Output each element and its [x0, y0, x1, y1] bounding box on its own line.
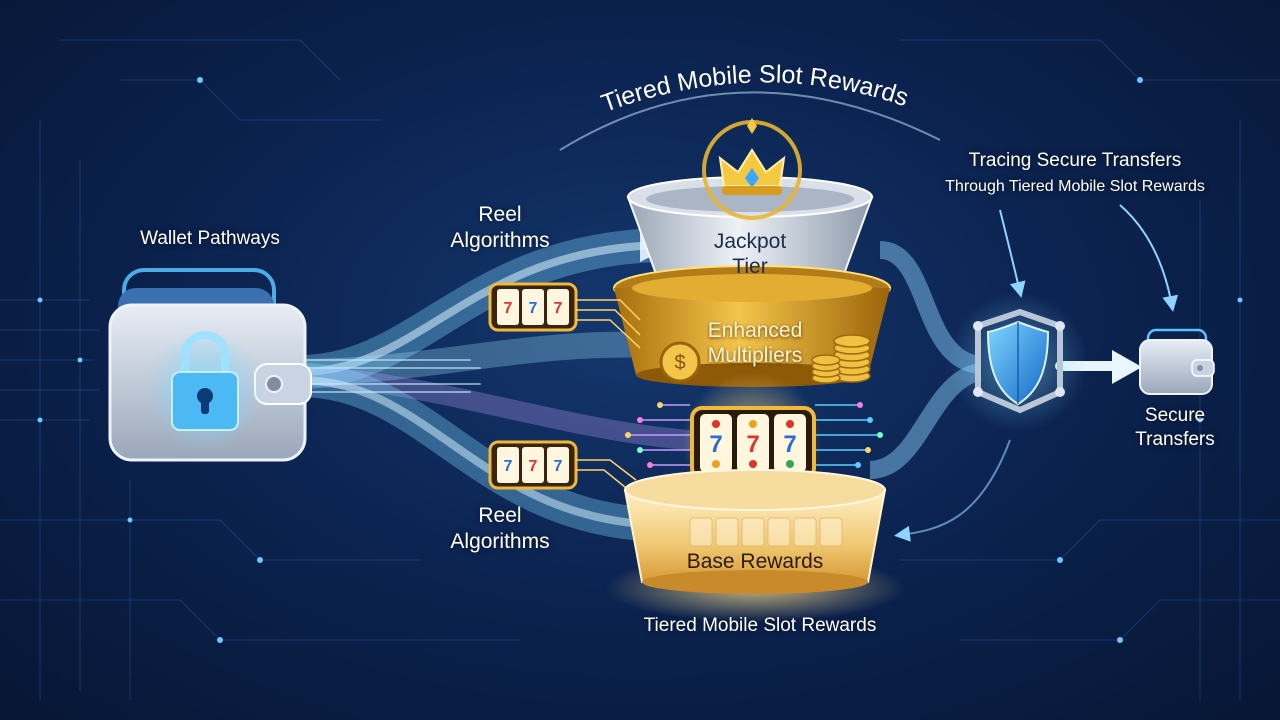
transfer-arrow-head [1112, 350, 1142, 384]
svg-text:7: 7 [554, 458, 563, 475]
svg-text:7: 7 [783, 431, 796, 458]
reel-bottom-line2: Algorithms [450, 530, 550, 553]
svg-text:7: 7 [529, 300, 538, 317]
reel-top-line2: Algorithms [450, 229, 550, 252]
reel-top-line1: Reel [478, 203, 522, 226]
base-rewards-label: Base Rewards [686, 550, 824, 573]
jackpot-line2: Tier [732, 255, 768, 278]
circuit-dots [625, 402, 883, 468]
reel-bottom-line1: Reel [478, 504, 522, 527]
title-arc [559, 91, 941, 151]
reel-algorithms-label-top: Reel Algorithms [420, 202, 580, 254]
gold-coin-icon: $ [659, 341, 701, 383]
svg-text:7: 7 [529, 458, 538, 475]
wallet-icon-small [1139, 328, 1215, 395]
secure-line1: Secure [1144, 405, 1206, 426]
jackpot-tier-bowl [626, 176, 874, 286]
svg-text:7: 7 [746, 431, 759, 458]
jackpot-tier-label: Jackpot Tier [690, 229, 810, 279]
jackpot-line1: Jackpot [713, 230, 787, 253]
padlock-icon [145, 330, 265, 450]
shield-icon [948, 292, 1088, 432]
svg-text:7: 7 [504, 458, 513, 475]
circuit-traces [628, 404, 880, 466]
flow-streams [283, 228, 700, 542]
svg-text:7: 7 [504, 300, 513, 317]
enhanced-line2: Multipliers [707, 344, 803, 367]
svg-text:7: 7 [554, 300, 563, 317]
svg-text:$: $ [674, 352, 685, 374]
wallet-pathways-label: Wallet Pathways [140, 228, 280, 249]
footer-caption: Tiered Mobile Slot Rewards [643, 615, 877, 636]
coin-stack-icon [811, 334, 871, 384]
enhanced-multipliers-label: Enhanced Multipliers [660, 318, 850, 368]
slot-reel-icon-top: 7 7 7 [488, 282, 578, 332]
svg-text:7: 7 [709, 431, 722, 458]
enhanced-line1: Enhanced [707, 319, 803, 342]
reel-connector-lines [576, 299, 641, 497]
circuit-nodes [37, 77, 1243, 643]
tracing-line1: Tracing Secure Transfers [968, 150, 1182, 171]
secure-transfers-label: Secure Transfers [1105, 404, 1245, 452]
circuit-background [0, 39, 1280, 700]
slot-reel-icon-bottom: 7 7 7 [488, 440, 578, 490]
crown-icon [702, 118, 802, 220]
reel-algorithms-label-bottom: Reel Algorithms [420, 503, 580, 555]
secure-line2: Transfers [1135, 429, 1215, 450]
tracing-line2: Through Tiered Mobile Slot Rewards [945, 178, 1205, 195]
faint-reel-slots [689, 517, 843, 547]
tracing-secure-transfers-label: Tracing Secure Transfers Through Tiered … [900, 148, 1250, 200]
